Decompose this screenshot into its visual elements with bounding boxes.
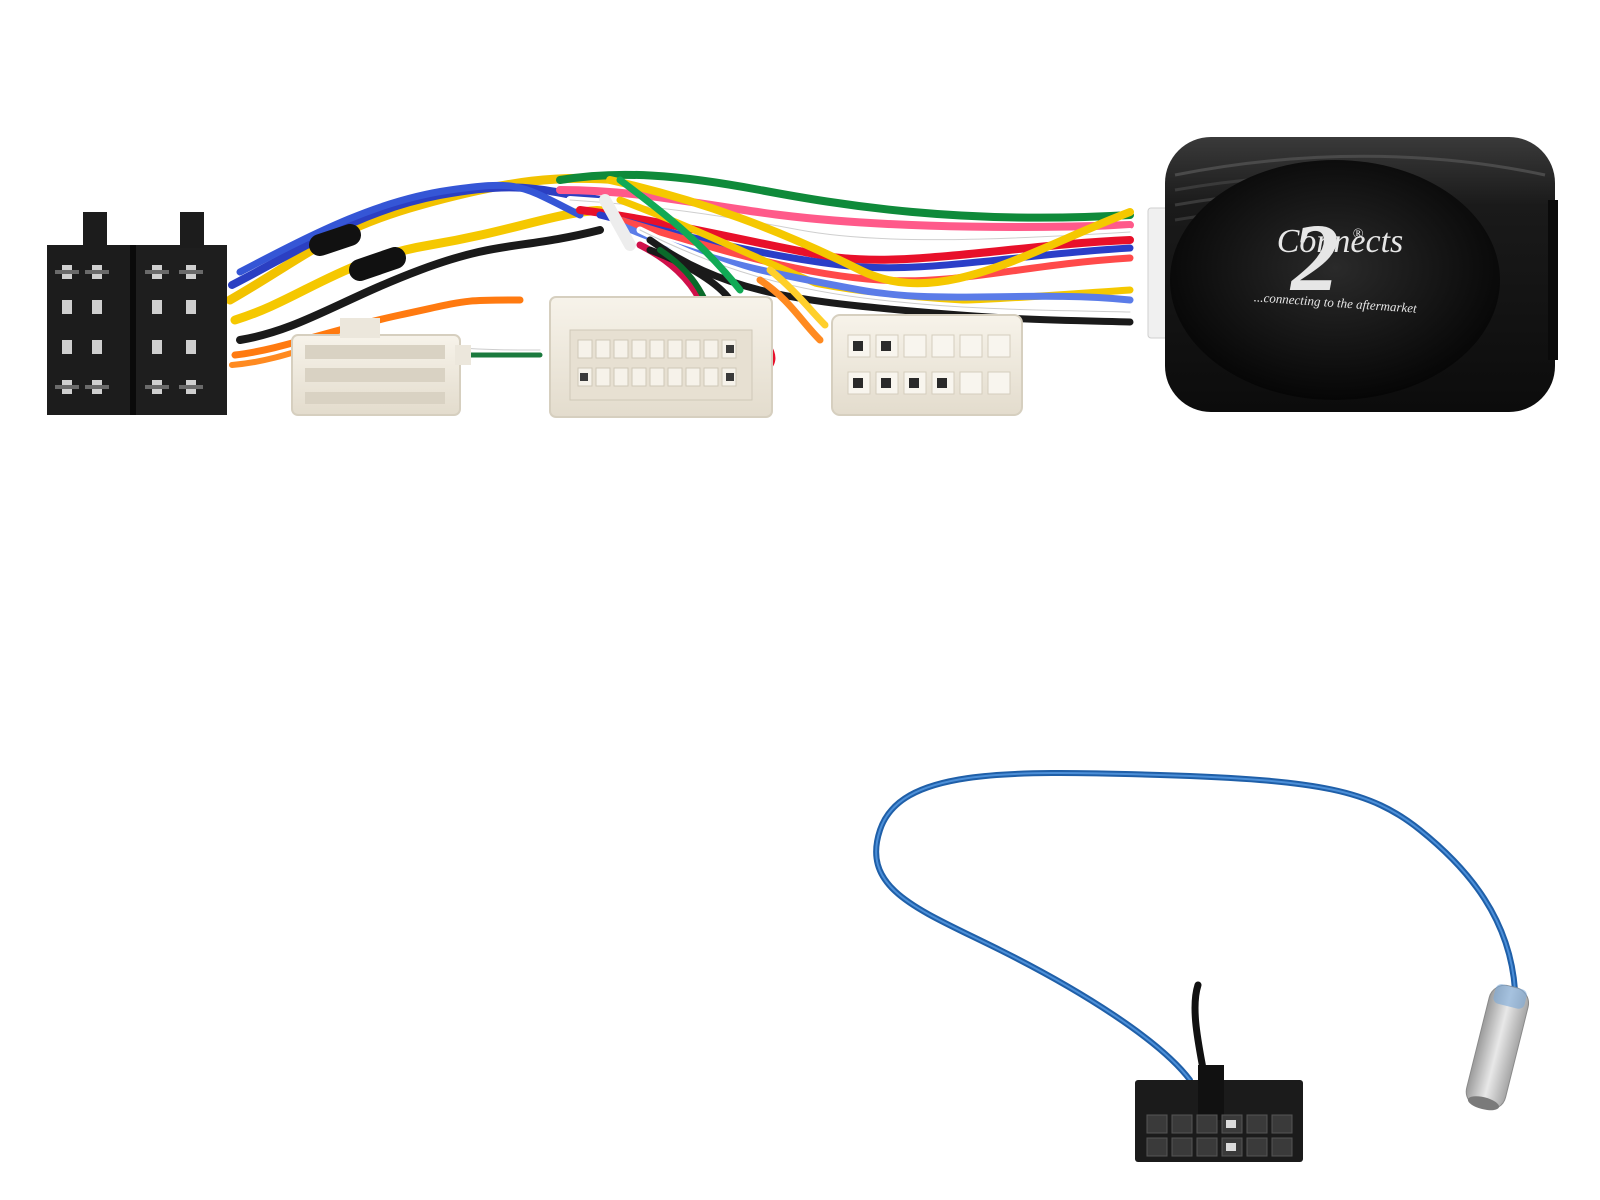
- vehicle-connector-large: [549, 296, 773, 418]
- antenna-patch-lead: [873, 770, 1530, 1162]
- interface-module: 2 Connects ® ...connecting to the afterm…: [1147, 137, 1558, 412]
- black-iso-plug-icon: [47, 212, 227, 415]
- white-plug-icon: [291, 318, 471, 416]
- vehicle-connector-small: [291, 318, 471, 416]
- white-plug-icon: [549, 296, 773, 418]
- control-box-icon: [1147, 137, 1558, 412]
- wire-harness: [225, 170, 1134, 373]
- antenna-cable-icon: [873, 770, 1518, 1084]
- white-plug-icon: [831, 314, 1023, 416]
- black-plug-icon: [1135, 1065, 1303, 1162]
- iso-connector-pair: [47, 212, 227, 415]
- antenna-plug-icon: [1465, 984, 1530, 1111]
- registered-symbol: ®: [1353, 227, 1364, 242]
- brand-mark: 2: [1289, 204, 1339, 311]
- vehicle-connector-medium: [831, 314, 1023, 416]
- brand-name: Connects: [1277, 223, 1404, 260]
